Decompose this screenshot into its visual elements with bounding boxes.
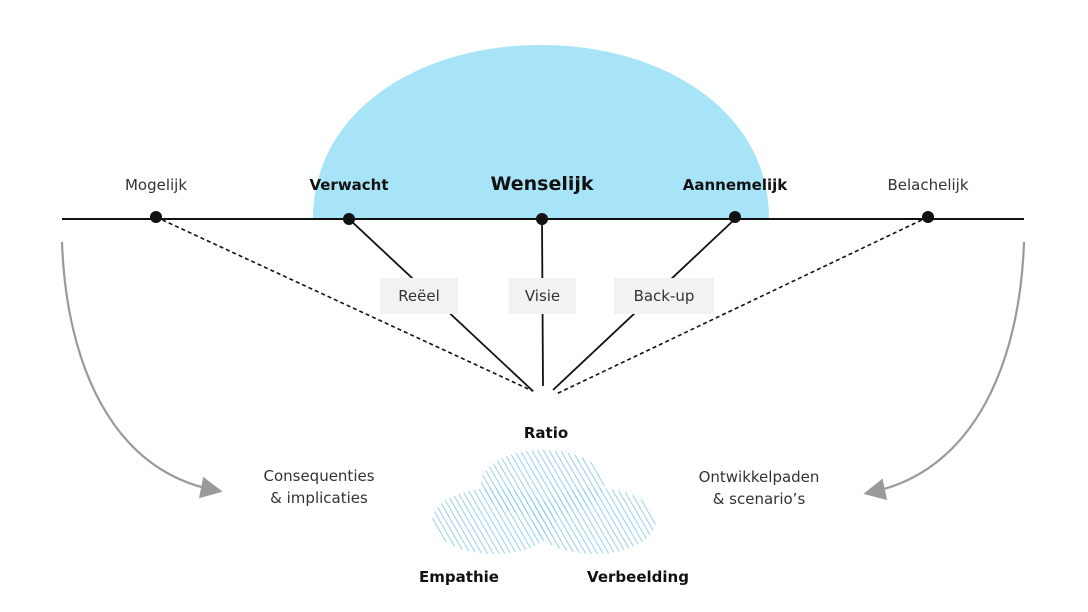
dot-belachelijk (922, 211, 934, 223)
label-verbeelding: Verbeelding (587, 568, 689, 586)
side-left-line2: & implicaties (270, 489, 368, 507)
venn-circle-empathie (432, 488, 556, 554)
dot-verwacht (343, 213, 355, 225)
box-backup: Back-up (614, 278, 714, 314)
venn-circle-verbeelding (532, 488, 656, 554)
dot-mogelijk (150, 211, 162, 223)
label-belachelijk: Belachelijk (887, 176, 969, 194)
dot-wenselijk (536, 213, 548, 225)
label-mogelijk: Mogelijk (124, 176, 188, 194)
side-right-line2: & scenario’s (712, 490, 806, 508)
side-text-left: Consequenties & implicaties (263, 465, 374, 509)
dot-aannemelijk (729, 211, 741, 223)
curved-arrow-left (60, 241, 223, 499)
side-right-line1: Ontwikkelpaden (698, 468, 820, 486)
side-text-right: Ontwikkelpaden & scenario’s (699, 466, 820, 510)
dashed-line-mogelijk (155, 216, 538, 394)
box-reeel: Reëel (380, 278, 458, 314)
side-left-line1: Consequenties (263, 467, 375, 485)
dashed-line-belachelijk (551, 216, 929, 397)
label-wenselijk: Wenselijk (490, 173, 594, 195)
label-empathie: Empathie (419, 568, 499, 586)
desirable-dome (313, 45, 769, 219)
box-visie: Visie (509, 278, 576, 314)
ratio-circle (528, 387, 560, 419)
label-aannemelijk: Aannemelijk (682, 176, 788, 194)
label-verwacht: Verwacht (309, 176, 389, 194)
curved-arrow-right (863, 241, 1026, 501)
label-ratio: Ratio (523, 424, 569, 442)
